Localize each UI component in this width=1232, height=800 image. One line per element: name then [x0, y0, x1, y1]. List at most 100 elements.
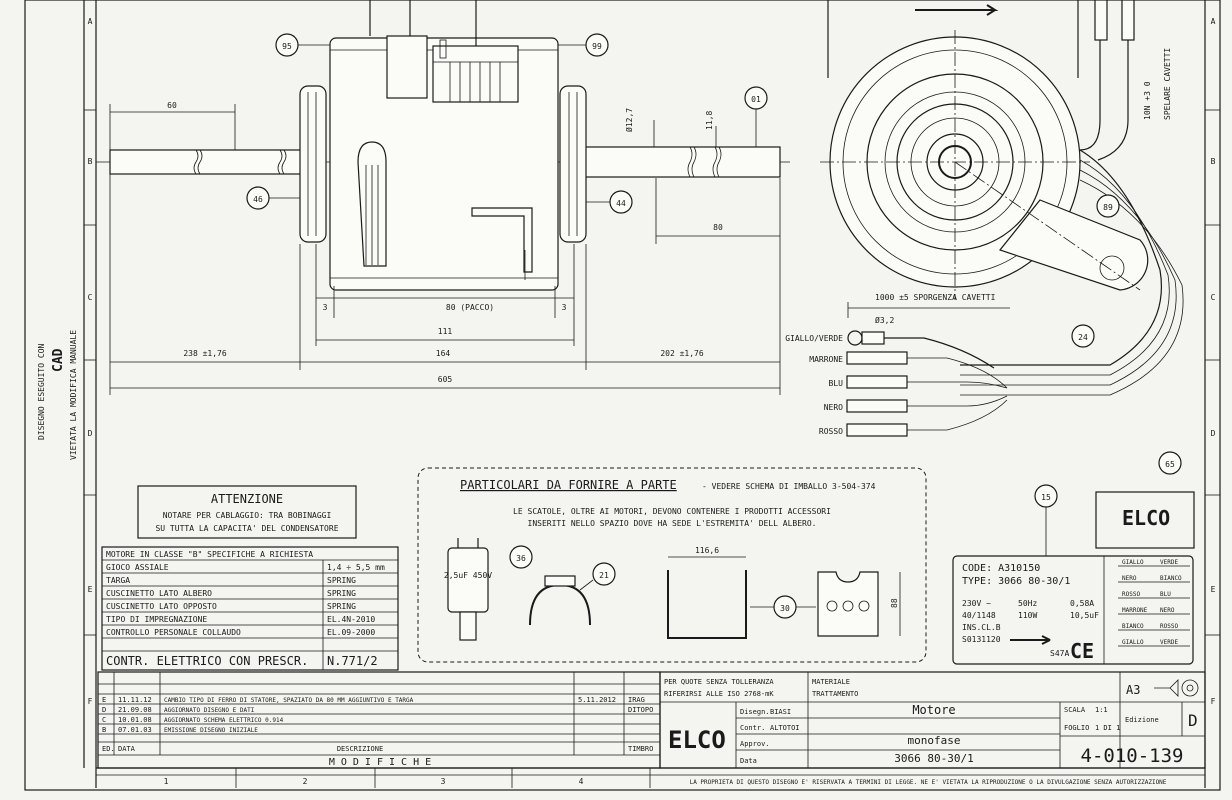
- row-label-b: B: [88, 157, 93, 166]
- checked-by-value: ALTOTOI: [770, 724, 800, 732]
- dim-diam-12-7: Ø12,7: [624, 108, 634, 132]
- attention-line2: SU TUTTA LA CAPACITA' DEL CONDENSATORE: [155, 524, 338, 533]
- rev-row2-stamp: DITOPO: [628, 706, 653, 714]
- wire-label-3: BLU: [829, 379, 844, 388]
- rev-row3-date: 10.01.08: [118, 716, 152, 724]
- parts-line1: LE SCATOLE, OLTRE AI MOTORI, DEVONO CONT…: [513, 507, 831, 516]
- nameplate-code: CODE: A310150: [962, 563, 1040, 574]
- attention-line1: NOTARE PER CABLAGGIO: TRA BOBINAGGI: [163, 511, 332, 520]
- capacitor-rating: 2,5uF 450V: [444, 571, 492, 580]
- dim-11-8: 11,8: [705, 111, 714, 130]
- right-row-label-b: B: [1211, 157, 1216, 166]
- specs-table: MOTORE IN CLASSE "B" SPECIFICHE A RICHIE…: [101, 546, 399, 671]
- sheet-label: FOGLIO: [1064, 724, 1089, 732]
- side-note-line3: VIETATA LA MODIFICA MANUALE: [69, 330, 78, 460]
- callout-01: 01: [751, 95, 761, 104]
- wire-label-1: GIALLO/VERDE: [785, 334, 843, 343]
- specs-row3-label: CUSCINETTO LATO ALBERO: [106, 589, 212, 598]
- rev-row2-desc: AGGIORNATO DISEGNO E DATI: [164, 707, 255, 714]
- dim-116-6: 116,6: [695, 546, 719, 555]
- rev-row3-ed: C: [102, 716, 106, 724]
- dim-164: 164: [436, 349, 451, 358]
- mini-row4-b: NERO: [1160, 607, 1175, 614]
- row-label-d: D: [88, 429, 93, 438]
- specs-row2-label: TARGA: [106, 576, 130, 585]
- rev-row3-desc: AGGIORNATO SCHEMA ELETTRICO 0.914: [164, 717, 284, 724]
- right-row-label-e: E: [1211, 585, 1216, 594]
- right-row-label-a: A: [1211, 17, 1216, 26]
- callout-89: 89: [1103, 203, 1113, 212]
- rev-footer-stamp: TIMBRO: [628, 745, 653, 753]
- ce-mark: CE: [1070, 639, 1094, 663]
- edition-value: D: [1188, 711, 1198, 730]
- dim-202: 202 ±1,76: [660, 349, 704, 358]
- specs-row1-value: 1,4 ÷ 5,5 mm: [327, 563, 385, 572]
- approved-by-label: Approv.: [740, 740, 770, 748]
- callout-65: 65: [1165, 460, 1175, 469]
- rev-row2-ed: D: [102, 706, 106, 714]
- nameplate: 15 65 ELCO CODE: A310150 TYPE: 3066 80-3…: [952, 451, 1195, 665]
- row-label-e: E: [88, 585, 93, 594]
- row-label-c: C: [88, 293, 93, 302]
- nameplate-type: TYPE: 3066 80-30/1: [962, 576, 1070, 587]
- edition-label: Edizione: [1125, 716, 1159, 724]
- bottom-col-4: 4: [579, 777, 584, 786]
- rev-row1-ed: E: [102, 696, 106, 704]
- callout-95: 95: [282, 42, 292, 51]
- drawn-by-label: Disegn.: [740, 708, 770, 716]
- drawing-subtitle: monofase: [908, 734, 961, 747]
- sheet-value: 1 DI 1: [1095, 724, 1120, 732]
- mini-row6-b: VERDE: [1160, 639, 1178, 646]
- drawing-model: 3066 80-30/1: [894, 752, 973, 765]
- side-note-line1: DISEGNO ESEGUITO CON: [37, 343, 46, 440]
- attention-box: ATTENZIONE NOTARE PER CABLAGGIO: TRA BOB…: [137, 485, 357, 539]
- parts-title-tail: - VEDERE SCHEMA DI IMBALLO 3-504-374: [702, 482, 876, 491]
- specs-row2-value: SPRING: [327, 576, 356, 585]
- specs-row1-label: GIOCO ASSIALE: [106, 563, 169, 572]
- specs-row3-value: SPRING: [327, 589, 356, 598]
- rev-row4-date: 07.01.03: [118, 726, 152, 734]
- dim-60: 60: [167, 101, 177, 110]
- right-row-label-c: C: [1211, 293, 1216, 302]
- specs-header: MOTORE IN CLASSE "B" SPECIFICHE A RICHIE…: [106, 550, 313, 559]
- specs-row5-label: TIPO DI IMPREGNAZIONE: [106, 615, 207, 624]
- specs-footer-label: CONTR. ELETTRICO CON PRESCR.: [106, 654, 308, 668]
- specs-row4-value: SPRING: [327, 602, 356, 611]
- tolerance-note-2: RIFERIRSI ALLE ISO 2768-mK: [664, 690, 774, 698]
- cad-side-note: DISEGNO ESEGUITO CON CAD VIETATA LA MODI…: [37, 330, 78, 460]
- rev-row4-ed: B: [102, 726, 106, 734]
- rev-footer-date: DATA: [118, 745, 136, 753]
- dim-terminal-diam: Ø3,2: [875, 315, 894, 325]
- right-row-label-f: F: [1211, 697, 1216, 706]
- nameplate-serial: S0131120: [962, 635, 1001, 644]
- parts-line2: INSERITI NELLO SPAZIO DOVE HA SEDE L'EST…: [528, 519, 817, 528]
- dim-605: 605: [438, 375, 453, 384]
- dim-80-pacco: 80 (PACCO): [446, 303, 494, 312]
- mini-row6-a: GIALLO: [1122, 639, 1144, 646]
- motor-side-view: 60 Ø12,7 11,8 80 3 3 80 (PACCO) 111 164 …: [96, 0, 790, 395]
- rev-row1-date: 11.11.12: [118, 696, 152, 704]
- cable-top-label: SPELARE CAVETTI: [1163, 48, 1172, 120]
- nameplate-ip: S47A: [1050, 649, 1069, 658]
- nameplate-current: 0,58A: [1070, 599, 1094, 608]
- nameplate-rpm: 40/1148: [962, 611, 996, 620]
- cable-top-dim: 10N +3 0: [1143, 81, 1152, 120]
- specs-row6-value: EL.09-2000: [327, 628, 375, 637]
- nameplate-voltage: 230V ~: [962, 599, 991, 608]
- modifiche-label: M O D I F I C H E: [329, 757, 431, 768]
- sheet-format: A3: [1126, 683, 1140, 697]
- rev-row1-sign: 5.11.2012: [578, 696, 616, 704]
- callout-99: 99: [592, 42, 602, 51]
- bottom-col-1: 1: [164, 777, 169, 786]
- callout-44: 44: [616, 199, 626, 208]
- date-label: Data: [740, 757, 757, 765]
- row-label-f: F: [88, 697, 93, 706]
- wire-label-2: MARRONE: [809, 355, 843, 364]
- mini-row2-b: BIANCO: [1160, 575, 1182, 582]
- wire-label-5: ROSSO: [819, 427, 843, 436]
- side-note-cad: CAD: [51, 348, 66, 372]
- treatment-label: TRATTAMENTO: [812, 690, 858, 698]
- motor-front-view: SPELARE CAVETTI 10N +3 0 89 24 1000 ±5 S…: [785, 0, 1184, 437]
- mini-row3-b: BLU: [1160, 591, 1171, 598]
- scale-label: SCALA: [1064, 706, 1086, 714]
